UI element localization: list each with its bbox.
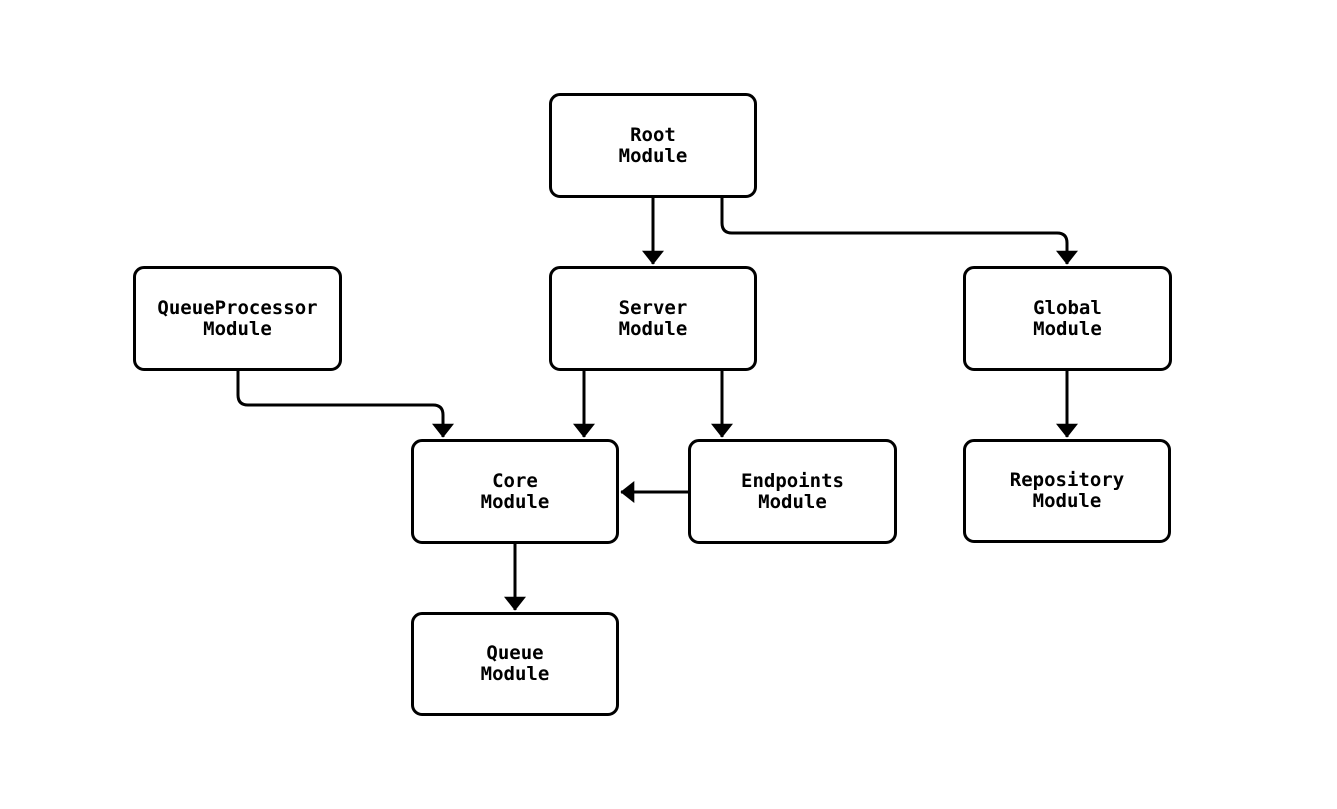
- module-node-server: Server Module: [549, 266, 757, 371]
- edge-queueprocessor-to-core: [236, 371, 454, 438]
- module-node-global: Global Module: [963, 266, 1172, 371]
- module-node-repository: Repository Module: [963, 439, 1171, 543]
- module-node-queueprocessor: QueueProcessor Module: [133, 266, 342, 371]
- edges-group: [236, 198, 1078, 611]
- module-node-root: Root Module: [549, 93, 757, 198]
- module-node-core: Core Module: [411, 439, 619, 544]
- edge-root-to-global: [720, 198, 1078, 265]
- module-node-queue: Queue Module: [411, 612, 619, 716]
- module-node-endpoints: Endpoints Module: [688, 439, 897, 544]
